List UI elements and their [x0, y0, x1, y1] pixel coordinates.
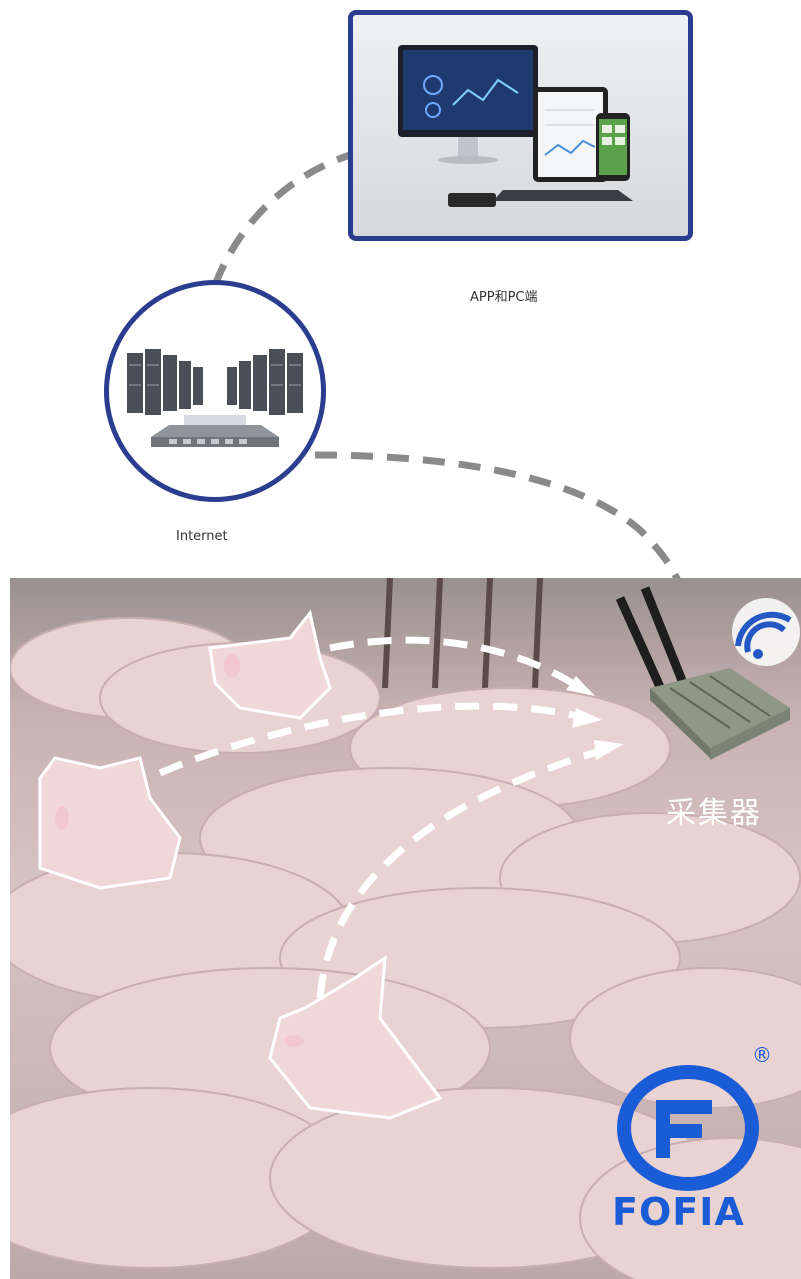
server-rack-icon [109, 285, 321, 497]
internet-caption: Internet [176, 529, 228, 544]
server-to-app-connector [215, 155, 350, 285]
devices-icon [353, 15, 688, 236]
wifi-icon [732, 598, 800, 666]
pig-pen-illustration [10, 578, 801, 1279]
brand-name: FOFIA [612, 1190, 745, 1234]
pig-farm-photo [10, 578, 801, 1279]
registered-mark: ® [752, 1043, 772, 1067]
server-node [104, 280, 326, 502]
app-pc-panel [348, 10, 693, 241]
app-pc-caption: APP和PC端 [470, 286, 590, 305]
collector-caption: 采集器 [666, 788, 762, 832]
